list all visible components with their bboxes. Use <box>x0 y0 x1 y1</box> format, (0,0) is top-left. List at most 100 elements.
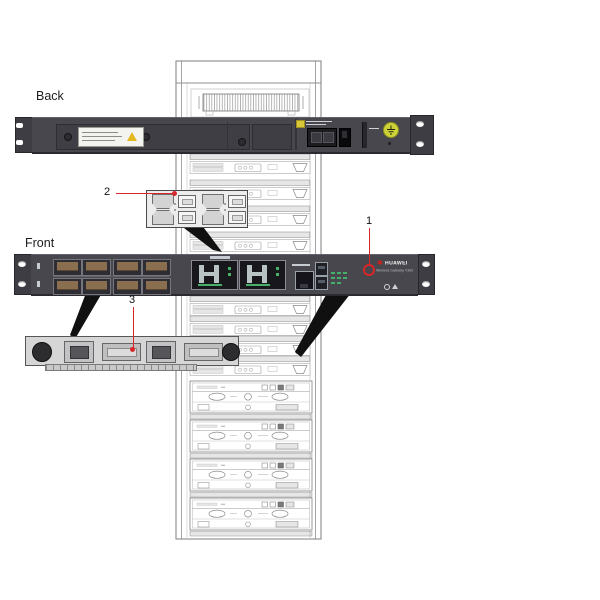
port-inner <box>189 348 219 357</box>
ear-hole <box>422 281 430 287</box>
front-right-mounting-ear <box>418 254 435 295</box>
console-port-tab <box>300 284 308 288</box>
line-port <box>142 259 171 276</box>
power-terminal <box>311 132 322 143</box>
connector-slot <box>362 122 367 148</box>
power-terminal <box>323 132 334 143</box>
ear-slot <box>16 140 23 145</box>
module-label <box>198 284 222 286</box>
label-text-line <box>82 132 118 133</box>
indicator-dot <box>174 209 176 211</box>
power-module-seam <box>295 119 297 150</box>
small-port <box>178 195 196 208</box>
port-inner <box>107 348 137 357</box>
module-led <box>228 267 231 270</box>
ear-slot <box>16 123 23 128</box>
module-led <box>276 273 279 276</box>
line-port <box>113 278 142 295</box>
usb-tongue <box>318 280 325 283</box>
ear-hole <box>416 121 424 127</box>
silkscreen-mark <box>37 263 40 269</box>
module-port <box>214 265 219 283</box>
port-inner <box>182 199 193 205</box>
status-led <box>331 282 335 284</box>
rj45-jack <box>57 281 78 290</box>
rj45-port <box>202 194 224 209</box>
module-led <box>276 267 279 270</box>
rj45-jack <box>86 281 107 290</box>
module-port <box>252 272 262 276</box>
panel-seam <box>227 122 228 150</box>
callout-2-leader-line <box>116 192 172 194</box>
module-port <box>247 265 252 283</box>
rj45-jack <box>117 262 138 271</box>
back-right-mounting-ear <box>410 115 434 155</box>
rj45-port <box>202 210 224 225</box>
ear-hole <box>416 141 424 147</box>
brand-text: HUAWEI <box>385 261 408 267</box>
callout-3-dot <box>130 347 135 352</box>
rj45-jack <box>117 281 138 290</box>
warning-label-sticker <box>78 127 144 147</box>
power-terminal-block <box>307 128 337 147</box>
port-row-divider <box>53 275 169 277</box>
status-led <box>337 272 341 274</box>
rj45-port <box>152 210 174 225</box>
usb-port <box>315 262 328 276</box>
indicator-dot <box>224 203 226 205</box>
label-text-line <box>82 140 115 141</box>
line-port <box>53 259 82 276</box>
small-port <box>178 211 196 224</box>
module-port <box>262 265 267 283</box>
label-text-line <box>82 136 122 137</box>
port-inner <box>182 215 193 221</box>
card-sfp-port <box>102 343 141 361</box>
status-led <box>337 282 341 284</box>
line-port <box>113 259 142 276</box>
indicator-dot <box>224 209 226 211</box>
usb-tongue <box>318 266 325 269</box>
port-inner <box>70 346 89 359</box>
power-switch <box>339 128 351 147</box>
callout-number-3: 3 <box>129 294 136 306</box>
indicator-dot <box>174 203 176 205</box>
status-led <box>331 277 335 279</box>
rj45-jack <box>146 262 167 271</box>
module-led <box>228 273 231 276</box>
back-chassis <box>32 117 410 154</box>
usb-port <box>315 276 328 290</box>
alert-mark-icon <box>392 284 398 289</box>
console-label <box>292 264 310 266</box>
line-port <box>82 259 111 276</box>
huawei-flower-icon: ✱ <box>377 260 383 267</box>
captive-screw <box>222 343 240 361</box>
interface-module-inset <box>146 190 248 228</box>
power-switch-toggle <box>342 131 347 138</box>
status-led <box>343 277 347 279</box>
status-led <box>343 272 347 274</box>
status-led <box>331 272 335 274</box>
interface-module-slot-1 <box>191 260 238 290</box>
grounding-point <box>383 122 399 138</box>
power-label-text <box>306 121 332 122</box>
ground-screw <box>388 142 391 145</box>
model-text: Wireless Gateway V300 <box>376 269 414 273</box>
screw <box>64 133 72 141</box>
port-inner <box>232 199 243 205</box>
callout-3-leader-line <box>132 307 134 348</box>
callout-2-dot <box>172 190 177 196</box>
power-label-text <box>306 124 326 125</box>
pwr-text <box>369 128 379 129</box>
callout-1-ring <box>363 264 375 276</box>
back-left-mounting-ear <box>15 117 34 153</box>
silkscreen-mark <box>37 281 40 287</box>
card-rj45-port <box>64 341 94 363</box>
pointer-wedge-front-to-rack <box>295 293 351 357</box>
rj45-jack <box>146 281 167 290</box>
port-inner <box>232 215 243 221</box>
card-rj45-port <box>146 341 176 363</box>
module-label <box>246 284 270 286</box>
line-port <box>142 278 171 295</box>
